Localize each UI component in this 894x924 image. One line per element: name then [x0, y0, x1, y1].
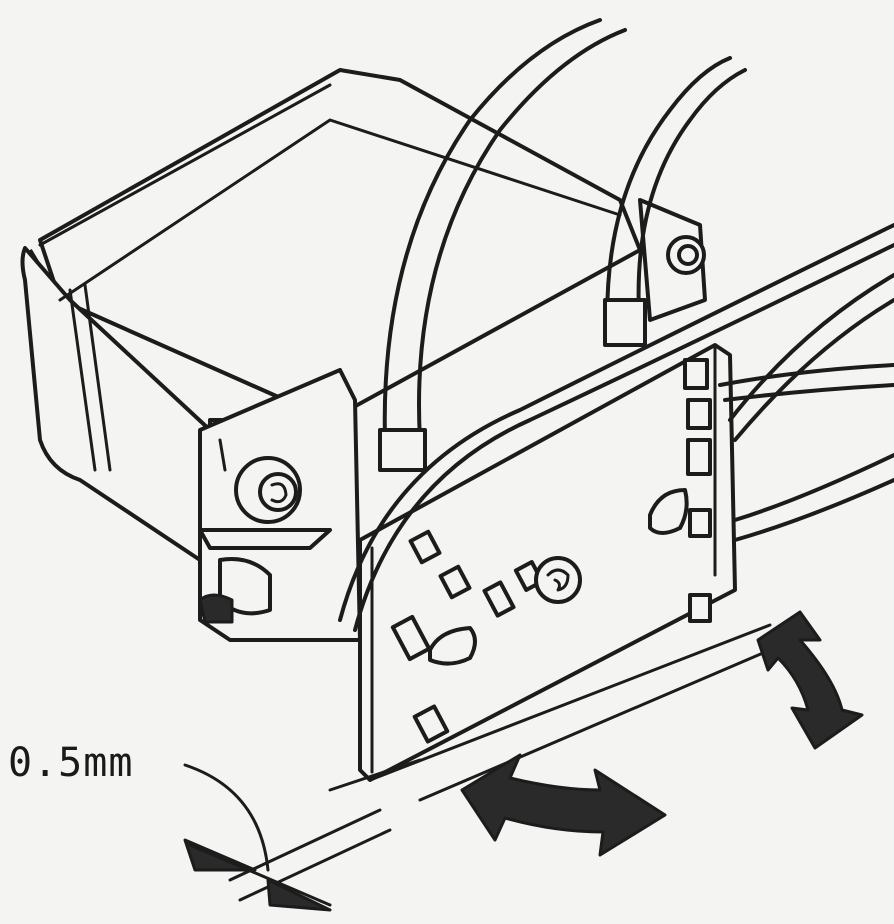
servo-body: [20, 68, 642, 562]
horizontal-adjust-arrow: [460, 753, 667, 857]
reference-lines: [228, 623, 772, 902]
circuit-board: [358, 343, 737, 782]
rotation-adjust-arrow: [756, 610, 864, 750]
wire-bundle: [338, 223, 894, 632]
gap-label: 0.5mm: [8, 740, 134, 786]
gap-measurement-marker: [183, 763, 332, 912]
right-mounting-ear: [638, 198, 707, 322]
horn-arms: [378, 18, 747, 472]
